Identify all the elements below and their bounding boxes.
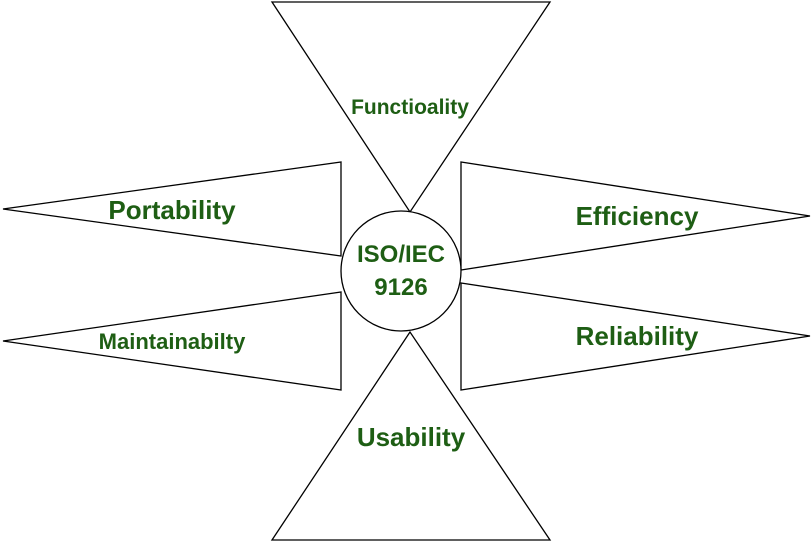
center-label-line2: 9126 [374,274,427,301]
usability-node: Usability [270,330,552,541]
reliability-shape [460,282,811,391]
functionality-label: Functioality [351,96,469,119]
reliability-label: Reliability [576,321,699,351]
center-node: ISO/IEC 9126 [340,210,462,332]
efficiency-node: Efficiency [460,161,811,271]
portability-node: Portability [2,161,342,257]
efficiency-shape [460,161,811,271]
functionality-shape [270,1,552,214]
center-label-line1: ISO/IEC [357,241,445,268]
functionality-node: Functioality [270,1,552,214]
usability-label: Usability [357,422,466,452]
maintainability-label: Maintainabilty [99,329,246,354]
center-circle [340,210,462,332]
efficiency-label: Efficiency [576,201,699,231]
portability-label: Portability [108,195,236,225]
reliability-node: Reliability [460,282,811,391]
usability-shape [270,330,552,541]
maintainability-node: Maintainabilty [2,291,342,391]
portability-shape [2,161,342,257]
maintainability-shape [2,291,342,391]
